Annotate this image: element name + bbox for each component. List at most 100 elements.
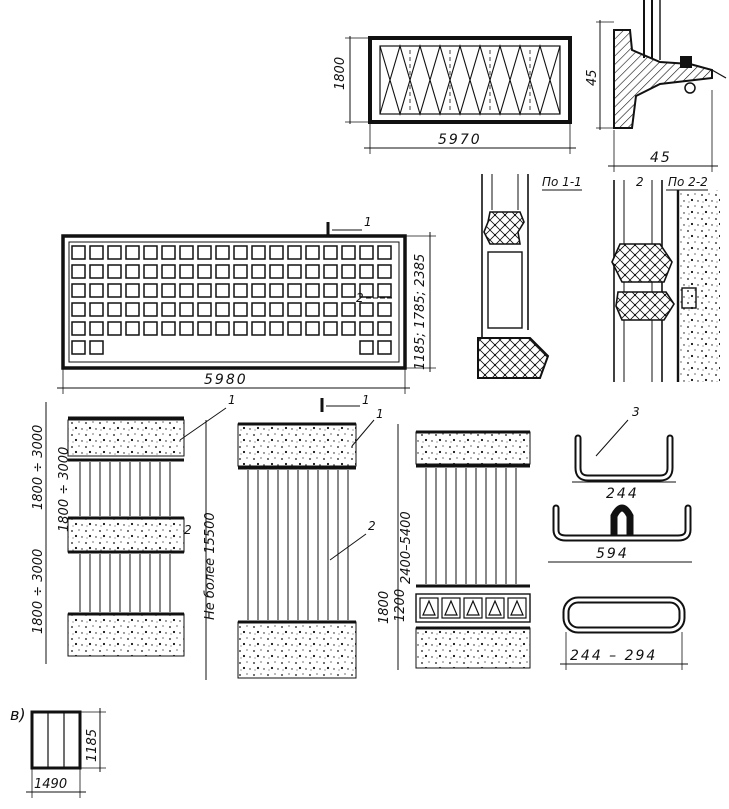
wall-section-mark: 1 — [362, 393, 370, 407]
grid-section-mark-2: 2 — [356, 291, 364, 305]
wall-middle: Не более 15500 1 2 1 — [203, 393, 384, 680]
grid-cell — [179, 264, 194, 279]
grid-cell — [71, 302, 86, 317]
triangle-cell — [441, 597, 461, 619]
triangle-mark — [422, 599, 436, 616]
grid-cell — [215, 283, 230, 298]
grid-cell — [161, 283, 176, 298]
grid-cell — [251, 283, 266, 298]
triangle-mark — [444, 599, 458, 616]
grid-cell — [197, 264, 212, 279]
triangle-cell — [463, 597, 483, 619]
grid-cell — [107, 283, 122, 298]
grid-cell — [341, 283, 356, 298]
wall-left-mark-1: 1 — [228, 393, 236, 407]
grid-cell — [269, 302, 284, 317]
small-panel-width: 1490 — [34, 777, 67, 792]
profiles: 3 244 594 244 – 294 — [548, 405, 692, 670]
triangle-cell — [485, 597, 505, 619]
grid-cell — [251, 321, 266, 336]
grid-cell — [89, 283, 104, 298]
grid-panel-heights-label: 1185; 1785; 2385 — [413, 254, 428, 370]
small-panel-label: в) — [10, 705, 26, 724]
wall-left-dim-top: 1800 ÷ 3000 — [31, 425, 46, 510]
grid-cell — [143, 321, 158, 336]
grid-cell — [233, 245, 248, 260]
grid-cell — [143, 245, 158, 260]
profile-1-width: 244 — [606, 486, 639, 502]
profile-2-width: 594 — [596, 546, 629, 562]
grid-cell — [359, 302, 374, 317]
grid-panel-width-label: 5980 — [204, 372, 248, 388]
grid-cell — [341, 321, 356, 336]
triangle-mark — [510, 599, 524, 616]
grid-cell — [161, 245, 176, 260]
wall-middle-mark-2: 2 — [368, 519, 376, 533]
top-panel-width-label: 5970 — [438, 132, 482, 148]
grid-cell — [287, 321, 302, 336]
grid-cell — [323, 321, 338, 336]
wall-left: 1800 ÷ 3000 1800 ÷ 3000 1800 ÷ 3000 1 2 — [31, 393, 236, 664]
grid-cell — [323, 245, 338, 260]
grid-cell — [125, 321, 140, 336]
grid-cell — [305, 245, 320, 260]
grid-cell — [359, 340, 374, 355]
grid-cell — [251, 245, 266, 260]
grid-cell — [341, 264, 356, 279]
section-2-2: По 2-2 2 — [611, 175, 720, 382]
grid-cell — [197, 245, 212, 260]
grid-cell — [179, 245, 194, 260]
grid-cell — [305, 283, 320, 298]
grid-cell — [233, 283, 248, 298]
grid-panel: 1 2 5980 1185; 1785; 2385 — [57, 215, 436, 394]
grid-cell — [107, 264, 122, 279]
grid-cell — [377, 245, 392, 260]
triangle-cell — [419, 597, 439, 619]
grid-cell — [269, 321, 284, 336]
grid-cell — [89, 321, 104, 336]
wall-right-small-dim-1: 1800 — [377, 591, 392, 624]
section-1-1: По 1-1 — [477, 174, 582, 379]
grid-cell — [377, 302, 392, 317]
section-2-2-mark: 2 — [636, 175, 644, 189]
grid-cell — [287, 264, 302, 279]
grid-cell — [71, 321, 86, 336]
grid-cell — [197, 302, 212, 317]
grid-section-mark-1: 1 — [364, 215, 372, 229]
grid-cell — [215, 321, 230, 336]
grid-cell — [341, 302, 356, 317]
grid-cell — [179, 302, 194, 317]
grid-cell — [233, 264, 248, 279]
grid-cell — [377, 321, 392, 336]
grid-cell — [143, 302, 158, 317]
grid-cell — [125, 302, 140, 317]
top-panel: 1800 5970 — [333, 36, 576, 154]
grid-cell — [143, 264, 158, 279]
grid-cell — [71, 283, 86, 298]
grid-cell — [215, 302, 230, 317]
grid-cell — [305, 302, 320, 317]
grid-cell — [71, 340, 86, 355]
anchor-detail: 45 45 — [585, 0, 727, 172]
section-2-2-label: По 2-2 — [668, 175, 708, 189]
triangle-cell — [507, 597, 527, 619]
window-triangle-cells — [419, 597, 527, 619]
wall-right-dim: 2400–5400 — [399, 511, 414, 584]
grid-window-cells — [71, 245, 392, 355]
anchor-height-label: 45 — [585, 69, 600, 86]
wall-left-dim-mid: 1800 ÷ 3000 — [31, 549, 46, 634]
anchor-width-label: 45 — [650, 150, 672, 166]
small-panel: в) 1185 1490 — [10, 705, 106, 798]
grid-cell — [71, 264, 86, 279]
grid-cell — [359, 321, 374, 336]
grid-cell — [305, 321, 320, 336]
wall-left-dim-bot: 1800 ÷ 3000 — [57, 447, 72, 532]
grid-cell — [161, 302, 176, 317]
grid-cell — [323, 302, 338, 317]
grid-cell — [71, 245, 86, 260]
wall-right-small-dim-2: 1200 — [393, 589, 408, 622]
grid-cell — [323, 264, 338, 279]
grid-cell — [89, 245, 104, 260]
